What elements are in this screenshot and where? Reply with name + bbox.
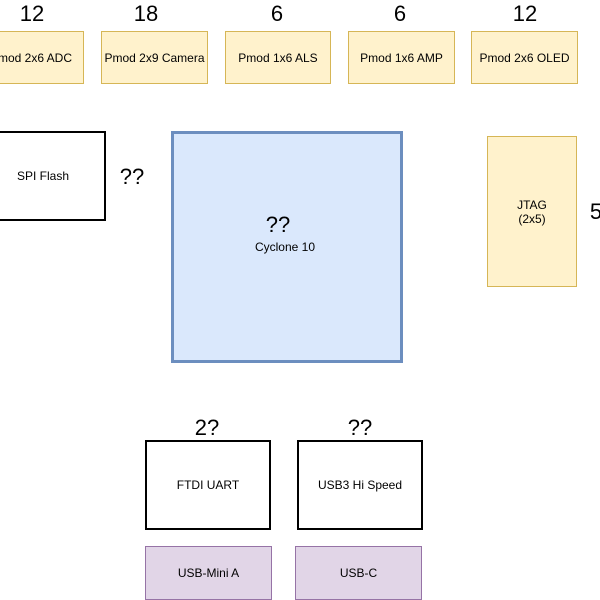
pmod-als-block: Pmod 1x6 ALS	[225, 31, 331, 84]
fpga-label: Cyclone 10	[254, 240, 316, 254]
pmod-adc-label: Pmod 2x6 ADC	[0, 50, 73, 65]
fpga-count: ??	[265, 212, 291, 237]
usb-mini-a-block: USB-Mini A	[145, 546, 272, 600]
pmod-camera-label: Pmod 2x9 Camera	[104, 50, 205, 65]
pmod-amp-block: Pmod 1x6 AMP	[348, 31, 455, 84]
spi-flash-label: SPI Flash	[16, 169, 70, 183]
pmod-amp-label: Pmod 1x6 AMP	[360, 50, 443, 65]
pmod-camera-count: 18	[133, 1, 159, 26]
pmod-oled-count: 12	[512, 1, 538, 26]
pmod-als-label: Pmod 1x6 ALS	[238, 50, 318, 65]
ftdi-uart-count: 2?	[194, 415, 220, 440]
ftdi-uart-block: FTDI UART	[145, 440, 271, 530]
pmod-adc-block: Pmod 2x6 ADC	[0, 31, 84, 84]
usb-c-block: USB-C	[295, 546, 422, 600]
jtag-label: JTAG (2x5)	[517, 197, 547, 226]
usb3-count: ??	[347, 415, 373, 440]
usb3-block: USB3 Hi Speed	[297, 440, 423, 530]
spi-flash-count: ??	[119, 164, 145, 189]
pmod-amp-count: 6	[393, 1, 407, 26]
jtag-count: 5	[589, 199, 600, 224]
usb-mini-a-label: USB-Mini A	[177, 566, 240, 580]
fpga-block	[171, 131, 403, 363]
pmod-oled-block: Pmod 2x6 OLED	[471, 31, 578, 84]
pmod-camera-block: Pmod 2x9 Camera	[101, 31, 208, 84]
pmod-oled-label: Pmod 2x6 OLED	[479, 50, 570, 65]
ftdi-uart-label: FTDI UART	[176, 478, 240, 492]
usb3-label: USB3 Hi Speed	[317, 478, 403, 492]
spi-flash-block: SPI Flash	[0, 131, 106, 221]
pmod-als-count: 6	[270, 1, 284, 26]
usb-c-label: USB-C	[339, 566, 378, 580]
pmod-adc-count: 12	[19, 1, 45, 26]
jtag-block: JTAG (2x5)	[487, 136, 577, 287]
